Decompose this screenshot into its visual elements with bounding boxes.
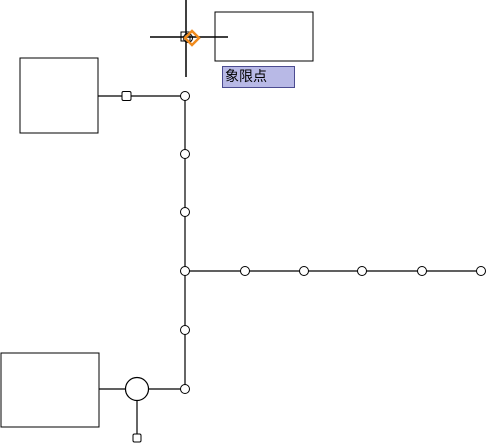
square-node-top-left-branch[interactable] [121, 91, 132, 101]
node-circle[interactable] [180, 384, 190, 394]
snap-tooltip: 象限点 [222, 66, 295, 88]
node-circle[interactable] [180, 207, 190, 217]
node-circle[interactable] [357, 266, 367, 276]
large-circle[interactable] [124, 376, 150, 402]
quadrant-snap-marker-icon [183, 29, 201, 47]
node-circle[interactable] [180, 91, 190, 101]
node-circle[interactable] [180, 266, 190, 276]
rectangle-bottom-left[interactable] [0, 352, 100, 428]
rectangle-top-left[interactable] [19, 57, 99, 134]
square-node-bottom-drop[interactable] [132, 433, 142, 443]
node-circle[interactable] [417, 266, 427, 276]
node-circle[interactable] [476, 266, 486, 276]
rectangle-top-right[interactable] [214, 11, 314, 62]
node-circle[interactable] [180, 325, 190, 335]
node-circle[interactable] [240, 266, 250, 276]
node-circle[interactable] [180, 149, 190, 159]
node-circle[interactable] [299, 266, 309, 276]
